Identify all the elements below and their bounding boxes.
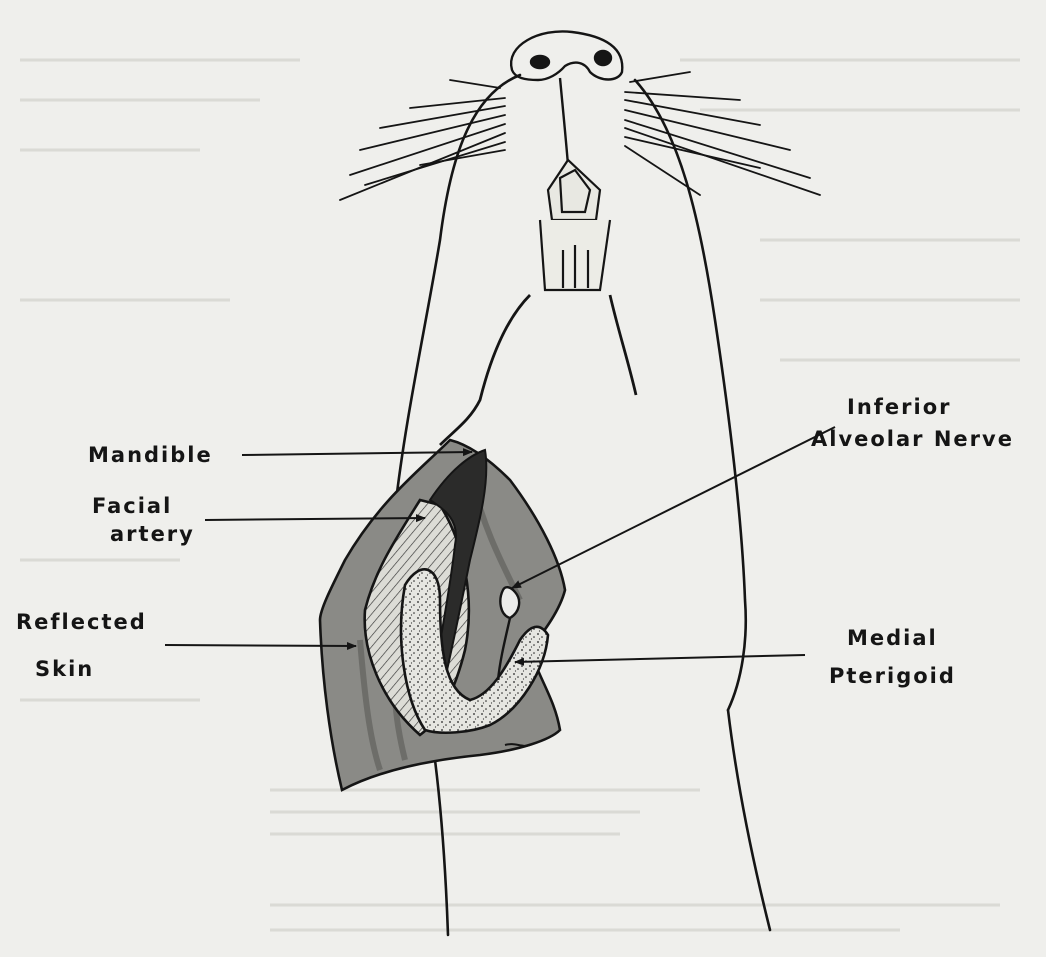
label-mandible: Mandible	[88, 442, 213, 468]
incisors	[540, 160, 610, 290]
label-medial-pterigoid-line1: Medial	[847, 625, 938, 651]
label-inferior-alveolar-nerve-line2: Alveolar Nerve	[811, 426, 1014, 452]
leader-inferior-alveolar-nerve	[512, 427, 835, 588]
label-facial-artery-line2: artery	[110, 521, 195, 547]
leader-medial-pterigoid	[515, 655, 805, 662]
nose-icon	[511, 31, 622, 165]
oral-cavity	[440, 295, 636, 445]
label-reflected-skin-line2: Skin	[35, 656, 94, 682]
label-inferior-alveolar-nerve-line1: Inferior	[847, 394, 951, 420]
label-reflected-skin-line1: Reflected	[16, 609, 147, 635]
label-facial-artery-line1: Facial	[92, 493, 172, 519]
label-medial-pterigoid-line2: Pterigoid	[829, 663, 956, 689]
leader-reflected-skin	[165, 645, 356, 646]
